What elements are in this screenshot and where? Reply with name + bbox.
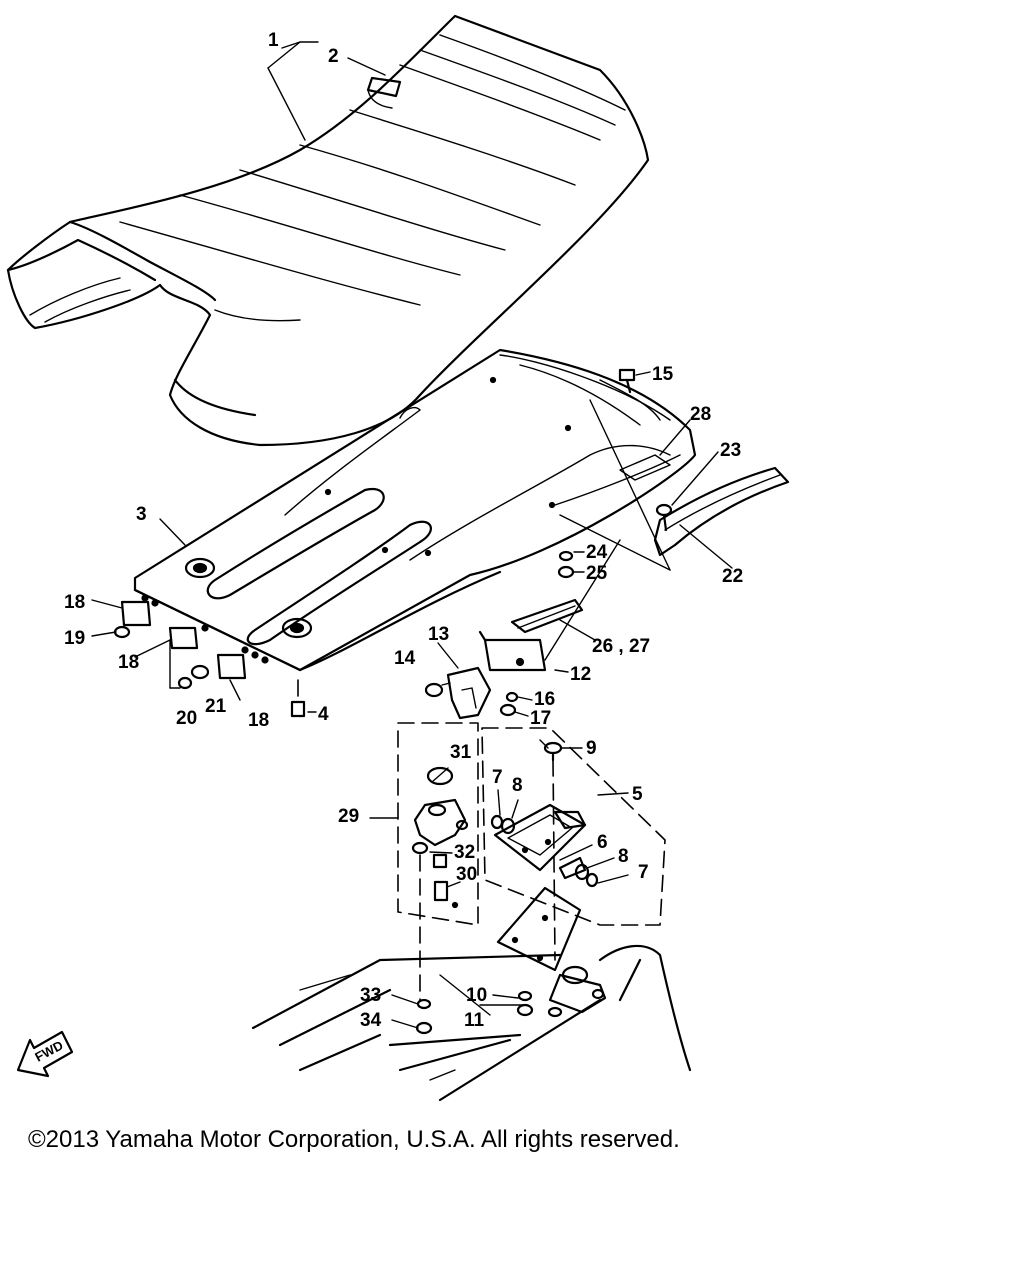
callout-9: 9 bbox=[586, 738, 597, 759]
bolt-15-icon bbox=[618, 368, 636, 394]
seat-lock-mount bbox=[547, 965, 607, 1018]
callout-1: 1 bbox=[268, 30, 279, 51]
callout-2: 2 bbox=[328, 46, 339, 67]
copyright-notice: ©2013 Yamaha Motor Corporation, U.S.A. A… bbox=[28, 1126, 680, 1153]
callout-8a: 8 bbox=[512, 775, 523, 796]
lower-leader-lines bbox=[369, 739, 629, 1029]
callout-32: 32 bbox=[454, 842, 475, 863]
seat-base bbox=[133, 348, 697, 672]
callout-4: 4 bbox=[318, 704, 329, 725]
leader-lines bbox=[91, 41, 733, 717]
plate-18c bbox=[216, 653, 247, 680]
callout-7b: 7 bbox=[638, 862, 649, 883]
callout-22: 22 bbox=[722, 566, 743, 587]
callout-21: 21 bbox=[205, 696, 227, 717]
callout-18c: 18 bbox=[248, 710, 269, 731]
callout-18b: 18 bbox=[118, 652, 139, 673]
callout-33: 33 bbox=[360, 985, 381, 1006]
plate-18b bbox=[168, 626, 199, 650]
seat-cushion bbox=[6, 14, 650, 447]
assembly-box-5 bbox=[481, 727, 666, 926]
callout-7a: 7 bbox=[492, 767, 503, 788]
callout-26-27: 26 , 27 bbox=[592, 636, 650, 657]
callout-29: 29 bbox=[338, 806, 359, 827]
cushion-26-27 bbox=[510, 598, 584, 634]
seat-exploded-diagram: FWD 1 2 3 4 5 6 7 7 8 8 9 10 11 12 13 14… bbox=[6, 14, 790, 1102]
callout-19: 19 bbox=[64, 628, 85, 649]
callout-3: 3 bbox=[136, 504, 147, 525]
callout-25: 25 bbox=[586, 563, 608, 584]
callout-23: 23 bbox=[720, 440, 741, 461]
callout-24: 24 bbox=[586, 542, 608, 563]
callout-18a: 18 bbox=[64, 592, 85, 613]
grab-rail-22 bbox=[653, 466, 790, 557]
callout-20: 20 bbox=[176, 708, 197, 729]
callout-numbers: 1 2 3 4 5 6 7 7 8 8 9 10 11 12 13 14 15 … bbox=[64, 30, 743, 1031]
bolt-4-icon bbox=[290, 679, 306, 718]
callout-30: 30 bbox=[456, 864, 477, 885]
callout-16: 16 bbox=[534, 689, 555, 710]
callout-11: 11 bbox=[464, 1010, 485, 1031]
callout-13: 13 bbox=[428, 624, 449, 645]
callout-6: 6 bbox=[597, 832, 608, 853]
bracket-29 bbox=[413, 798, 469, 847]
callout-8b: 8 bbox=[618, 846, 629, 867]
latch-plate-5 bbox=[493, 803, 587, 872]
assembly-box-29 bbox=[397, 722, 479, 926]
callout-34: 34 bbox=[360, 1010, 382, 1031]
callout-10: 10 bbox=[466, 985, 487, 1006]
callout-17: 17 bbox=[530, 708, 551, 729]
callout-31: 31 bbox=[450, 742, 472, 763]
callout-14: 14 bbox=[394, 648, 416, 669]
hull-body bbox=[251, 944, 692, 1102]
fwd-arrow-icon: FWD bbox=[16, 1030, 74, 1078]
callout-5: 5 bbox=[632, 784, 643, 805]
bracket-12 bbox=[478, 630, 547, 672]
plate-18a bbox=[120, 600, 152, 627]
callout-12: 12 bbox=[570, 664, 591, 685]
callout-28: 28 bbox=[690, 404, 711, 425]
callout-15: 15 bbox=[652, 364, 674, 385]
bracket-13 bbox=[446, 666, 492, 720]
